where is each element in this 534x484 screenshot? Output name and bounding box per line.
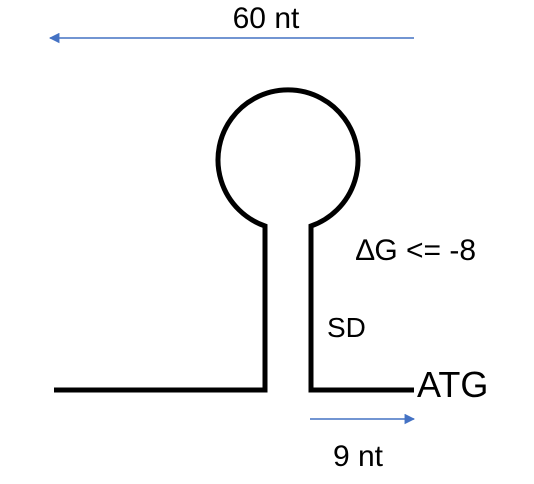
top-arrow-label: 60 nt (233, 2, 300, 35)
sd-label: SD (327, 312, 366, 343)
energy-label: ∆G <= -8 (356, 234, 476, 267)
bottom-arrow-label: 9 nt (333, 440, 384, 473)
start-codon-label: ATG (417, 364, 488, 405)
hairpin-stem-loop (54, 87, 414, 393)
